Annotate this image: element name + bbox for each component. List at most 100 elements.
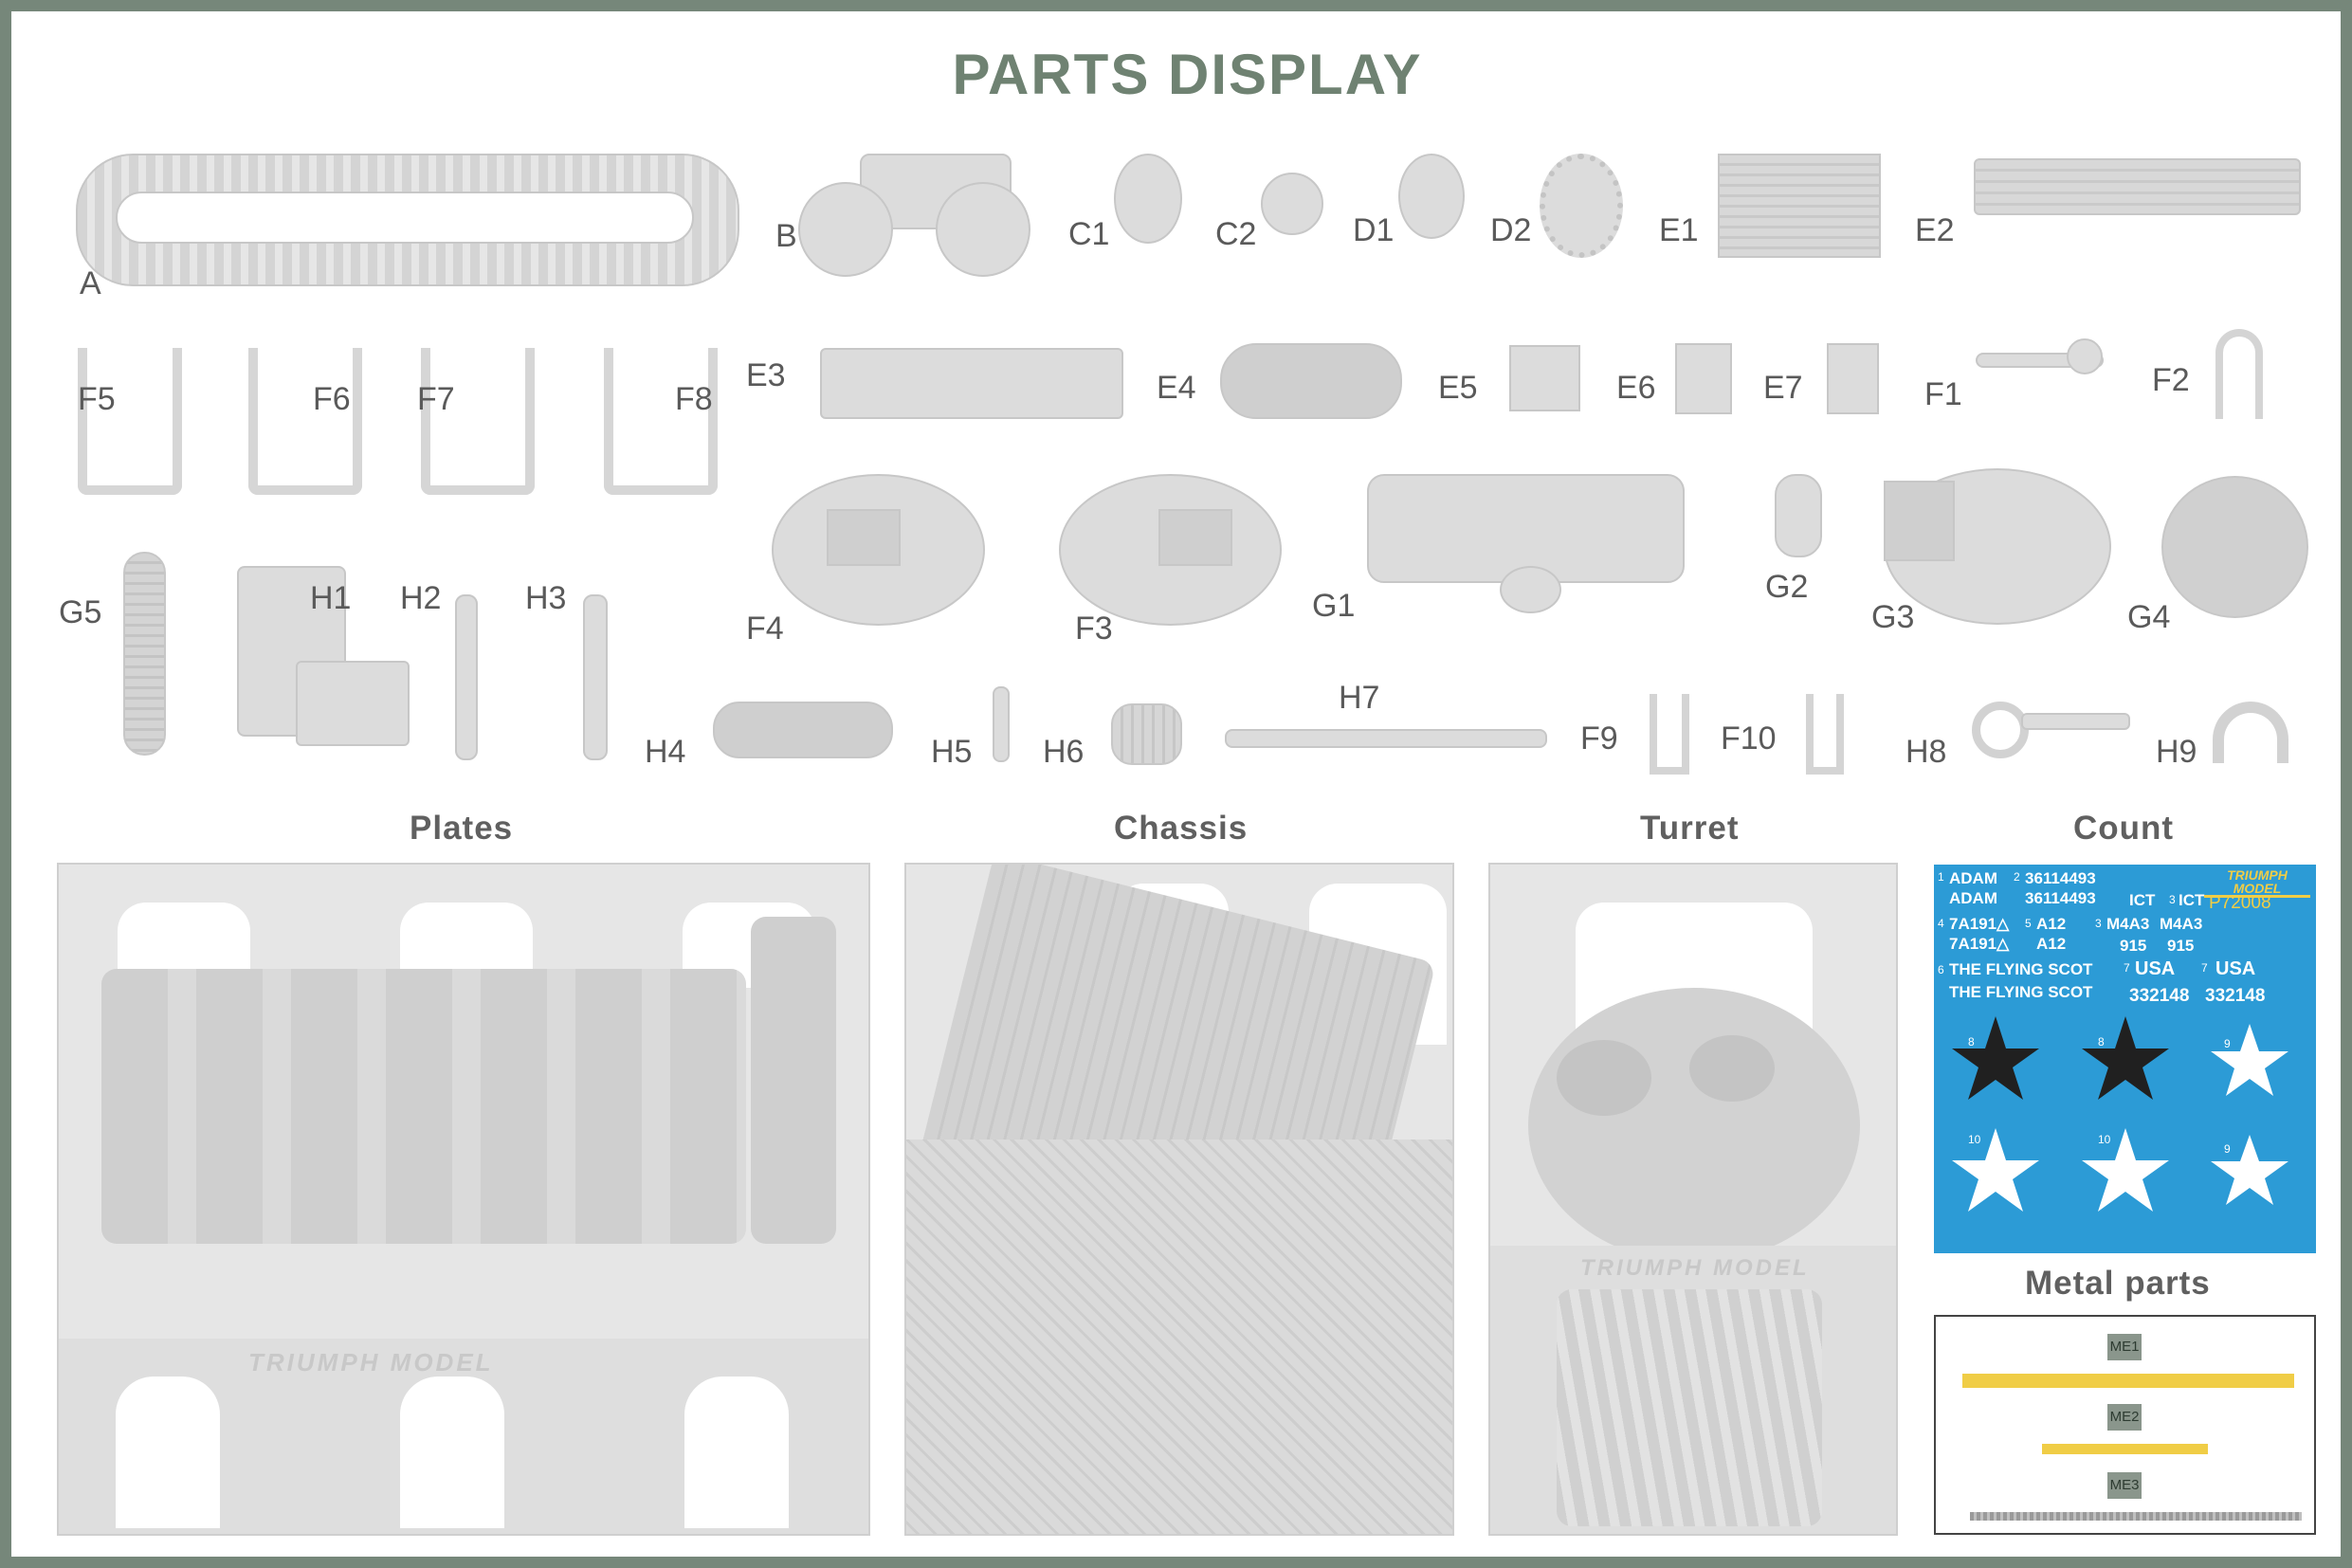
label-f9: F9	[1580, 720, 1618, 757]
plates-support	[684, 1377, 789, 1528]
label-f4: F4	[746, 611, 784, 647]
part-e6-jerrycan	[1675, 343, 1732, 414]
part-e1-engine-deck	[1718, 154, 1881, 258]
label-f5: F5	[78, 381, 116, 417]
decal-text: 915	[2167, 937, 2195, 955]
part-d2-sprocket	[1540, 154, 1623, 258]
label-f8: F8	[675, 381, 713, 417]
metal-part-label: ME1	[2107, 1334, 2142, 1360]
label-d1: D1	[1353, 212, 1395, 248]
part-c2-wheel	[1261, 173, 1323, 235]
part-h1-mg-mount	[237, 566, 346, 737]
label-f10: F10	[1721, 720, 1777, 757]
label-g3: G3	[1871, 599, 1915, 635]
label-a: A	[80, 265, 101, 301]
black-star-icon	[1952, 1016, 2039, 1100]
part-h9-shackle	[2213, 702, 2288, 763]
metal-part-label: ME2	[2107, 1404, 2142, 1431]
label-e6: E6	[1616, 370, 1656, 406]
label-c2: C2	[1215, 216, 1257, 252]
section-title-plates: Plates	[410, 810, 514, 847]
decal-brand-logo: TRIUMPH MODEL	[2204, 868, 2310, 898]
plates-parts-cluster	[101, 969, 746, 1244]
plates-panel: TRIUMPH MODEL	[57, 863, 870, 1536]
section-title-chassis: Chassis	[1114, 810, 1249, 847]
decal-number: 10	[2098, 1133, 2111, 1146]
decal-code: P72008	[2209, 893, 2271, 913]
label-f1: F1	[1924, 376, 1962, 412]
white-star-icon	[2082, 1128, 2169, 1212]
plates-support	[400, 1377, 504, 1528]
part-g4-hatch	[2161, 476, 2308, 618]
part-b-wheel	[798, 182, 893, 277]
part-f8-bracket	[604, 348, 718, 495]
decal-text: THE FLYING SCOT	[1949, 960, 2093, 978]
decal-number: 3	[2095, 917, 2102, 930]
decal-number: 4	[1938, 917, 1944, 930]
part-f5-bracket	[78, 348, 182, 495]
part-f4-hinge	[827, 509, 901, 566]
section-title-turret: Turret	[1640, 810, 1740, 847]
part-h8-hook	[1972, 702, 2029, 758]
part-f6-bracket	[248, 348, 362, 495]
label-g2: G2	[1765, 569, 1809, 605]
part-g5-shock	[123, 552, 166, 756]
part-f9-link	[1650, 694, 1689, 775]
decal-number: 7	[2124, 961, 2130, 975]
label-h4: H4	[645, 734, 686, 770]
part-h6-boot	[1111, 703, 1182, 765]
part-h7-barrel	[1225, 729, 1547, 748]
decal-text: 915	[2120, 937, 2147, 955]
black-star-icon	[2082, 1016, 2169, 1100]
part-h1-box	[296, 661, 410, 746]
label-f2: F2	[2152, 362, 2190, 398]
label-e4: E4	[1157, 370, 1196, 406]
decal-number: 1	[1938, 870, 1944, 884]
part-g3-hinge	[1884, 481, 1955, 561]
chassis-support-grid	[906, 1140, 1452, 1534]
label-h2: H2	[400, 580, 442, 616]
part-h5-pipe	[993, 686, 1010, 762]
label-e5: E5	[1438, 370, 1478, 406]
decal-number: 7	[2201, 961, 2208, 975]
label-f6: F6	[313, 381, 351, 417]
label-h9: H9	[2156, 734, 2197, 770]
decal-text: USA	[2215, 958, 2256, 979]
decal-number: 6	[1938, 963, 1944, 976]
white-star-icon	[2211, 1024, 2288, 1096]
part-f10-link	[1806, 694, 1844, 775]
decal-text: A12	[2036, 915, 2067, 933]
decal-text: 7A191△	[1949, 915, 2010, 933]
part-d1-wheel	[1398, 154, 1465, 239]
label-d2: D2	[1490, 212, 1532, 248]
label-h6: H6	[1043, 734, 1085, 770]
metal-part-me2	[2042, 1444, 2208, 1454]
label-h7: H7	[1339, 680, 1380, 716]
label-g4: G4	[2127, 599, 2171, 635]
label-c1: C1	[1068, 216, 1110, 252]
part-f2-clamp	[2215, 329, 2263, 419]
decal-text: M4A3	[2106, 915, 2150, 933]
turret-support	[1557, 1289, 1822, 1526]
decal-text: USA	[2135, 958, 2176, 979]
decal-text: 332148	[2205, 986, 2266, 1006]
turret-hatch-ring	[1557, 1040, 1651, 1116]
decal-text: ADAM	[1949, 869, 1997, 887]
part-f1-mount	[2067, 338, 2103, 374]
decal-number: 5	[2025, 917, 2032, 930]
decal-number: 9	[2224, 1037, 2231, 1050]
part-h8-bar	[2021, 713, 2130, 730]
section-title-metal-parts: Metal parts	[2025, 1265, 2211, 1302]
decal-number: 8	[2098, 1035, 2105, 1048]
plates-support	[116, 1377, 220, 1528]
label-f3: F3	[1075, 611, 1113, 647]
plates-rack	[751, 917, 836, 1244]
label-h3: H3	[525, 580, 567, 616]
label-f7: F7	[417, 381, 455, 417]
chassis-panel	[904, 863, 1454, 1536]
decal-text: ADAM	[1949, 889, 1997, 907]
part-e5-crate	[1509, 345, 1580, 411]
white-star-icon	[1952, 1128, 2039, 1212]
label-h5: H5	[931, 734, 973, 770]
part-e2-rack	[1974, 158, 2301, 215]
